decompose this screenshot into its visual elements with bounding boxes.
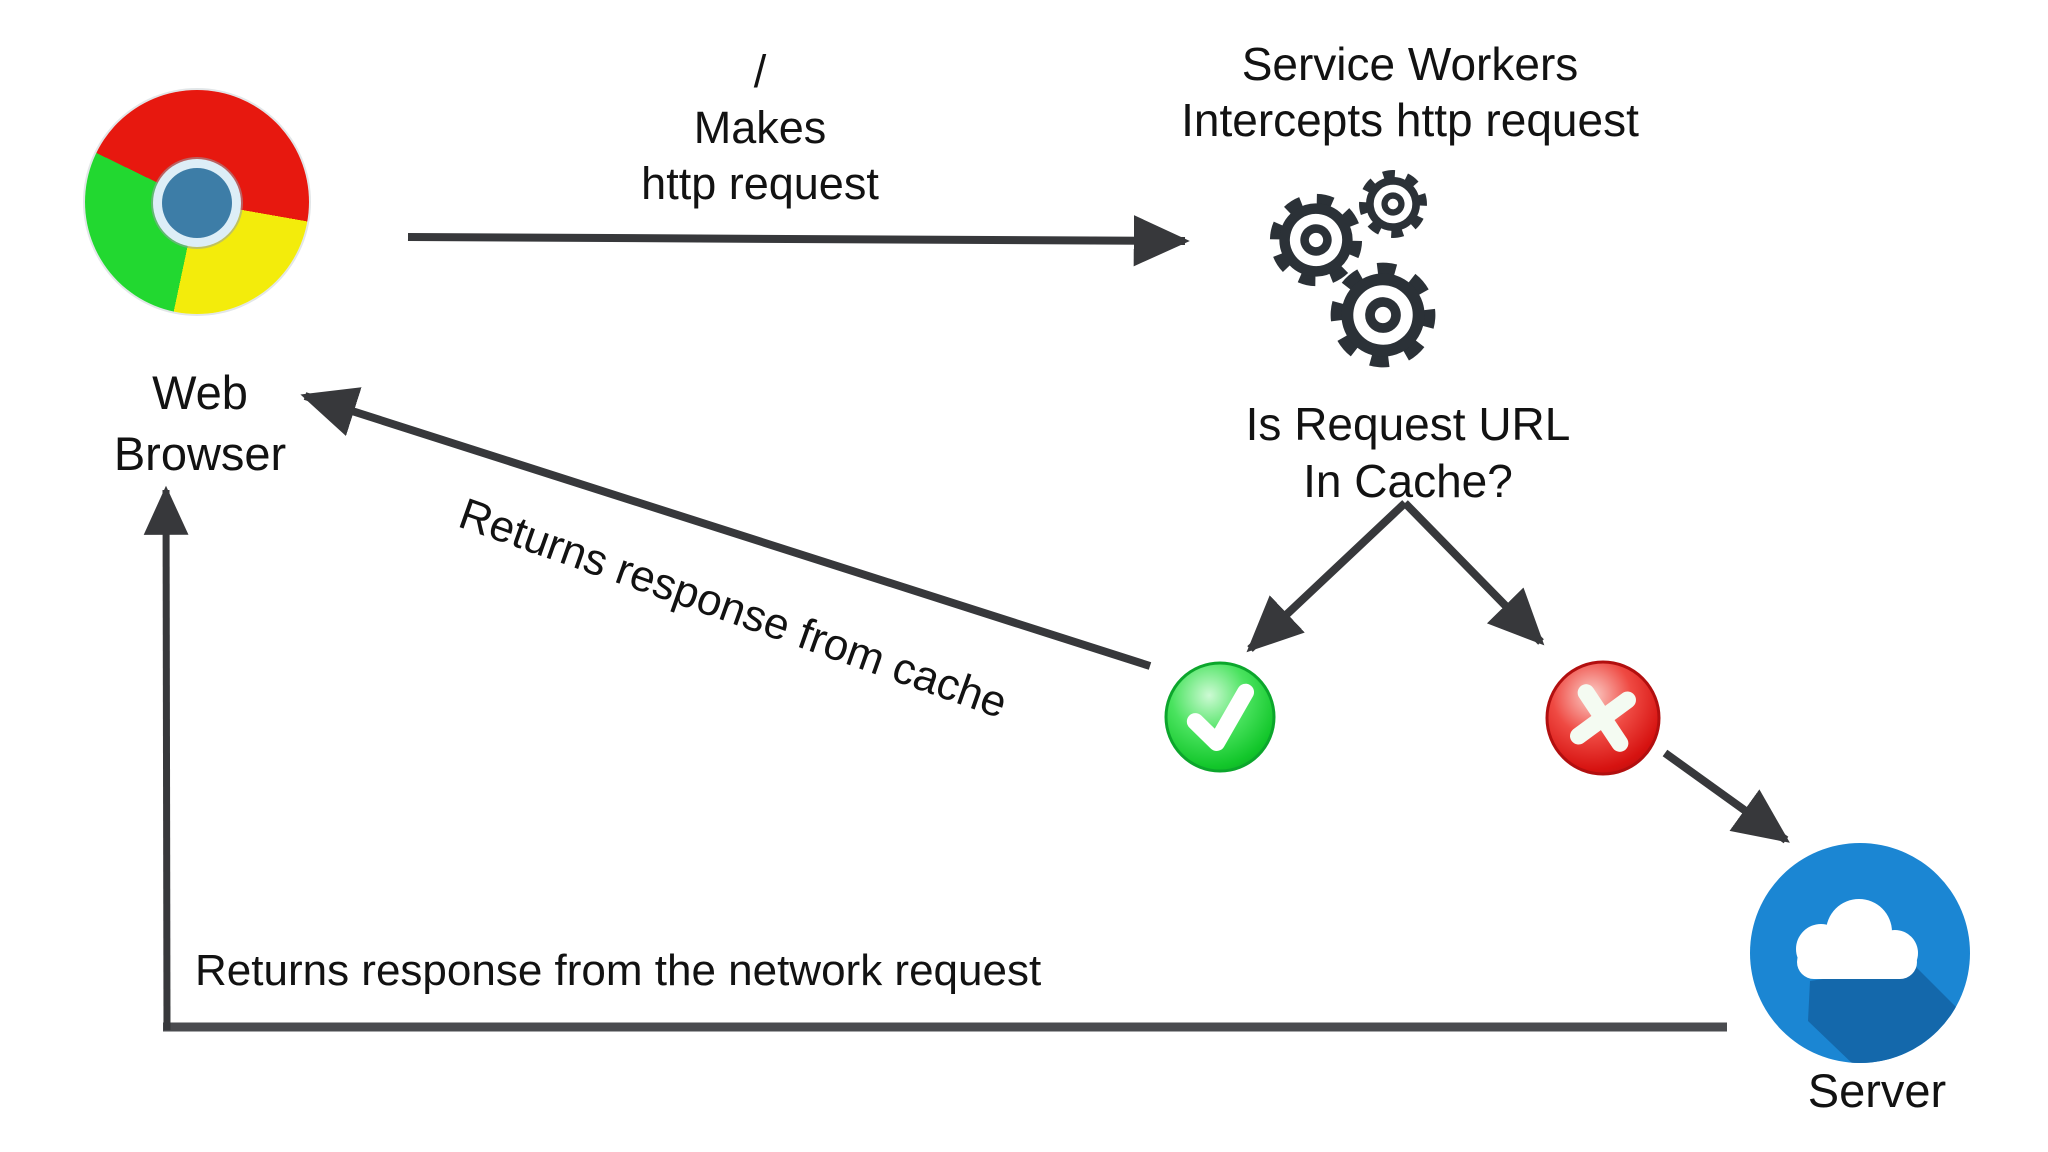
service-worker-label-line2: Intercepts http request [1181,94,1639,146]
web-browser-label: Web Browser [40,362,360,484]
server-cloud-shadow [1808,965,1970,1063]
branch-yes-arrow [1246,500,1408,653]
gear-large [1337,269,1429,361]
cache-question-label: Is Request URL In Cache? [1158,396,1658,510]
cache-return-arrow [300,387,1152,670]
branch-no-arrow [1402,500,1545,646]
gear-medium [1271,195,1361,285]
network-return-up-arrow [143,485,189,1031]
chrome-center-circle [162,168,232,238]
web-browser-label-line1: Web [152,366,248,419]
cache-question-line2: In Cache? [1303,455,1513,507]
web-browser-label-line2: Browser [113,427,287,480]
makes-request-label-line3: http request [641,158,879,209]
chrome-browser-icon [85,90,309,314]
check-icon [1164,661,1276,773]
cloud-server-icon [1750,843,1970,1063]
service-worker-label: Service Workers Intercepts http request [1150,36,1670,148]
server-cloud [1796,899,1918,979]
makes-request-label-slash: / [753,46,767,97]
gear-small [1361,172,1424,235]
makes-request-label-line2: Makes [693,102,827,153]
network-return-label: Returns response from the network reques… [195,946,1042,995]
cache-question-line1: Is Request URL [1245,398,1571,450]
x-icon [1545,660,1661,776]
service-worker-label-line1: Service Workers [1241,38,1579,90]
gears-icon [1240,140,1470,380]
to-server-arrow [1662,749,1790,844]
makes-request-label: / Makes http request [600,44,920,212]
server-label: Server [1807,1064,1947,1117]
makes-request-arrow [407,215,1190,267]
